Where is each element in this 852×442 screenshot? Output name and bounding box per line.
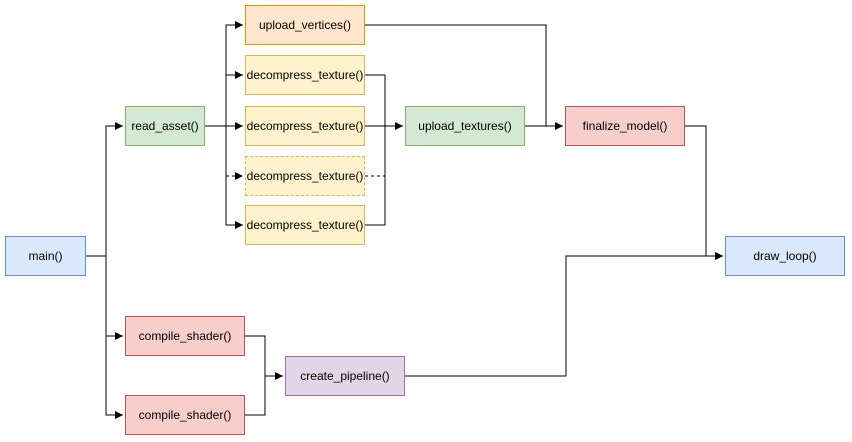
- edge-decompress-1-merge: [365, 74, 386, 126]
- node-decompress-texture-3[interactable]: decompress_texture(): [245, 156, 365, 196]
- node-main-label: main(): [28, 249, 63, 263]
- node-create-pipeline[interactable]: create_pipeline(): [285, 356, 405, 396]
- edge-compile-shader-1-create-pipeline: [245, 335, 283, 380]
- node-decompress-texture-3-label: decompress_texture(): [246, 169, 364, 183]
- node-decompress-texture-4-label: decompress_texture(): [246, 218, 364, 232]
- edge-compile-shader-2-merge: [245, 376, 266, 416]
- node-decompress-texture-2[interactable]: decompress_texture(): [245, 106, 365, 146]
- edge-main-compile-shader-2: [105, 256, 123, 419]
- edge-decompress-4-merge: [365, 126, 386, 226]
- edge-read-asset-decompress-4: [225, 126, 243, 229]
- edge-upload-vertices-finalize-model: [365, 24, 547, 126]
- node-draw-loop[interactable]: draw_loop(): [725, 236, 845, 276]
- node-compile-shader-1[interactable]: compile_shader(): [125, 316, 245, 356]
- node-main[interactable]: main(): [5, 236, 86, 276]
- node-upload-textures-label: upload_textures(): [418, 119, 512, 133]
- edge-create-pipeline-draw-loop: [405, 252, 723, 377]
- node-decompress-texture-1-label: decompress_texture(): [246, 68, 364, 82]
- node-decompress-texture-1[interactable]: decompress_texture(): [245, 55, 365, 95]
- node-create-pipeline-label: create_pipeline(): [300, 369, 390, 383]
- edge-main-read-asset: [86, 122, 123, 257]
- edge-main-compile-shader-1: [105, 256, 123, 340]
- node-upload-textures[interactable]: upload_textures(): [405, 106, 525, 146]
- node-read-asset-label: read_asset(): [131, 119, 199, 133]
- node-upload-vertices[interactable]: upload_vertices(): [245, 5, 365, 45]
- node-decompress-texture-4[interactable]: decompress_texture(): [245, 205, 365, 245]
- node-compile-shader-1-label: compile_shader(): [138, 329, 232, 343]
- node-draw-loop-label: draw_loop(): [753, 249, 817, 263]
- node-finalize-model-label: finalize_model(): [582, 119, 668, 133]
- node-upload-vertices-label: upload_vertices(): [258, 18, 352, 32]
- node-read-asset[interactable]: read_asset(): [125, 106, 205, 146]
- node-compile-shader-2-label: compile_shader(): [138, 408, 232, 422]
- node-compile-shader-2[interactable]: compile_shader(): [125, 395, 245, 435]
- node-decompress-texture-2-label: decompress_texture(): [246, 119, 364, 133]
- edge-finalize-model-draw-loop: [685, 125, 723, 260]
- node-finalize-model[interactable]: finalize_model(): [565, 106, 685, 146]
